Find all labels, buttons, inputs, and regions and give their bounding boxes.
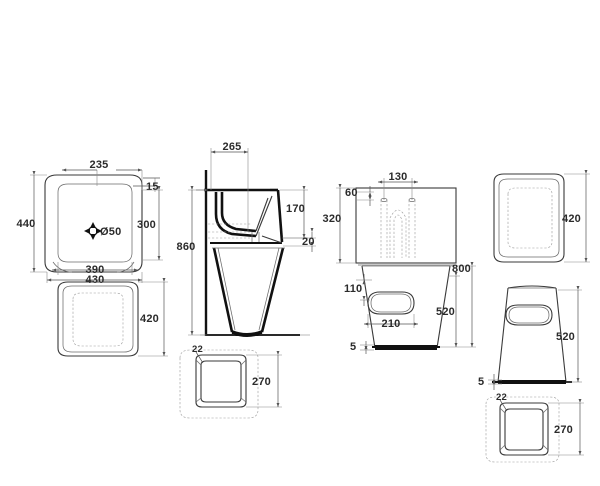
dim-420-right: 420 (562, 213, 581, 225)
dim-235: 235 (90, 159, 109, 171)
dim-60: 60 (345, 187, 358, 199)
dim-210: 210 (382, 318, 401, 330)
dim-390: 390 (86, 264, 105, 276)
dim-110: 110 (344, 283, 362, 295)
dim-300: 300 (137, 219, 156, 231)
dim-22-center: 22 (192, 344, 203, 355)
dim-800: 800 (452, 263, 471, 275)
view-left-lower-plan: 420 (57, 277, 168, 357)
view-right-top-plan: 420 (493, 169, 590, 263)
dim-130: 130 (389, 171, 408, 183)
dim-520-front: 520 (436, 306, 455, 318)
dim-5-front: 5 (350, 341, 356, 353)
dim-265: 265 (223, 141, 242, 153)
dim-270-right: 270 (554, 424, 573, 436)
dim-430: 430 (86, 274, 105, 286)
dim-15: 15 (146, 181, 159, 193)
view-top-left-plan: Ø50 235 15 440 300 390 430 (17, 159, 163, 286)
view-front-elevation: 60 130 320 110 210 800 520 (323, 171, 476, 354)
dim-5-right: 5 (478, 376, 484, 388)
dim-860: 860 (177, 241, 196, 253)
dim-170: 170 (286, 203, 305, 215)
tap-hole-icon (84, 222, 102, 240)
view-right-pedestal: 520 5 (478, 285, 582, 390)
dim-tap-hole-diameter: Ø50 (100, 226, 121, 238)
dim-420-left: 420 (140, 313, 159, 325)
dim-520-right: 520 (556, 331, 575, 343)
view-right-bottom-detail: 22 270 (485, 392, 584, 463)
dim-20: 20 (302, 236, 315, 248)
dim-320: 320 (323, 213, 342, 225)
dim-270-center: 270 (252, 376, 271, 388)
view-bottom-center-detail: 22 270 (179, 344, 282, 419)
dim-440: 440 (17, 218, 36, 230)
view-side-section: 265 170 20 860 (177, 141, 316, 337)
dim-22-right: 22 (496, 392, 507, 403)
